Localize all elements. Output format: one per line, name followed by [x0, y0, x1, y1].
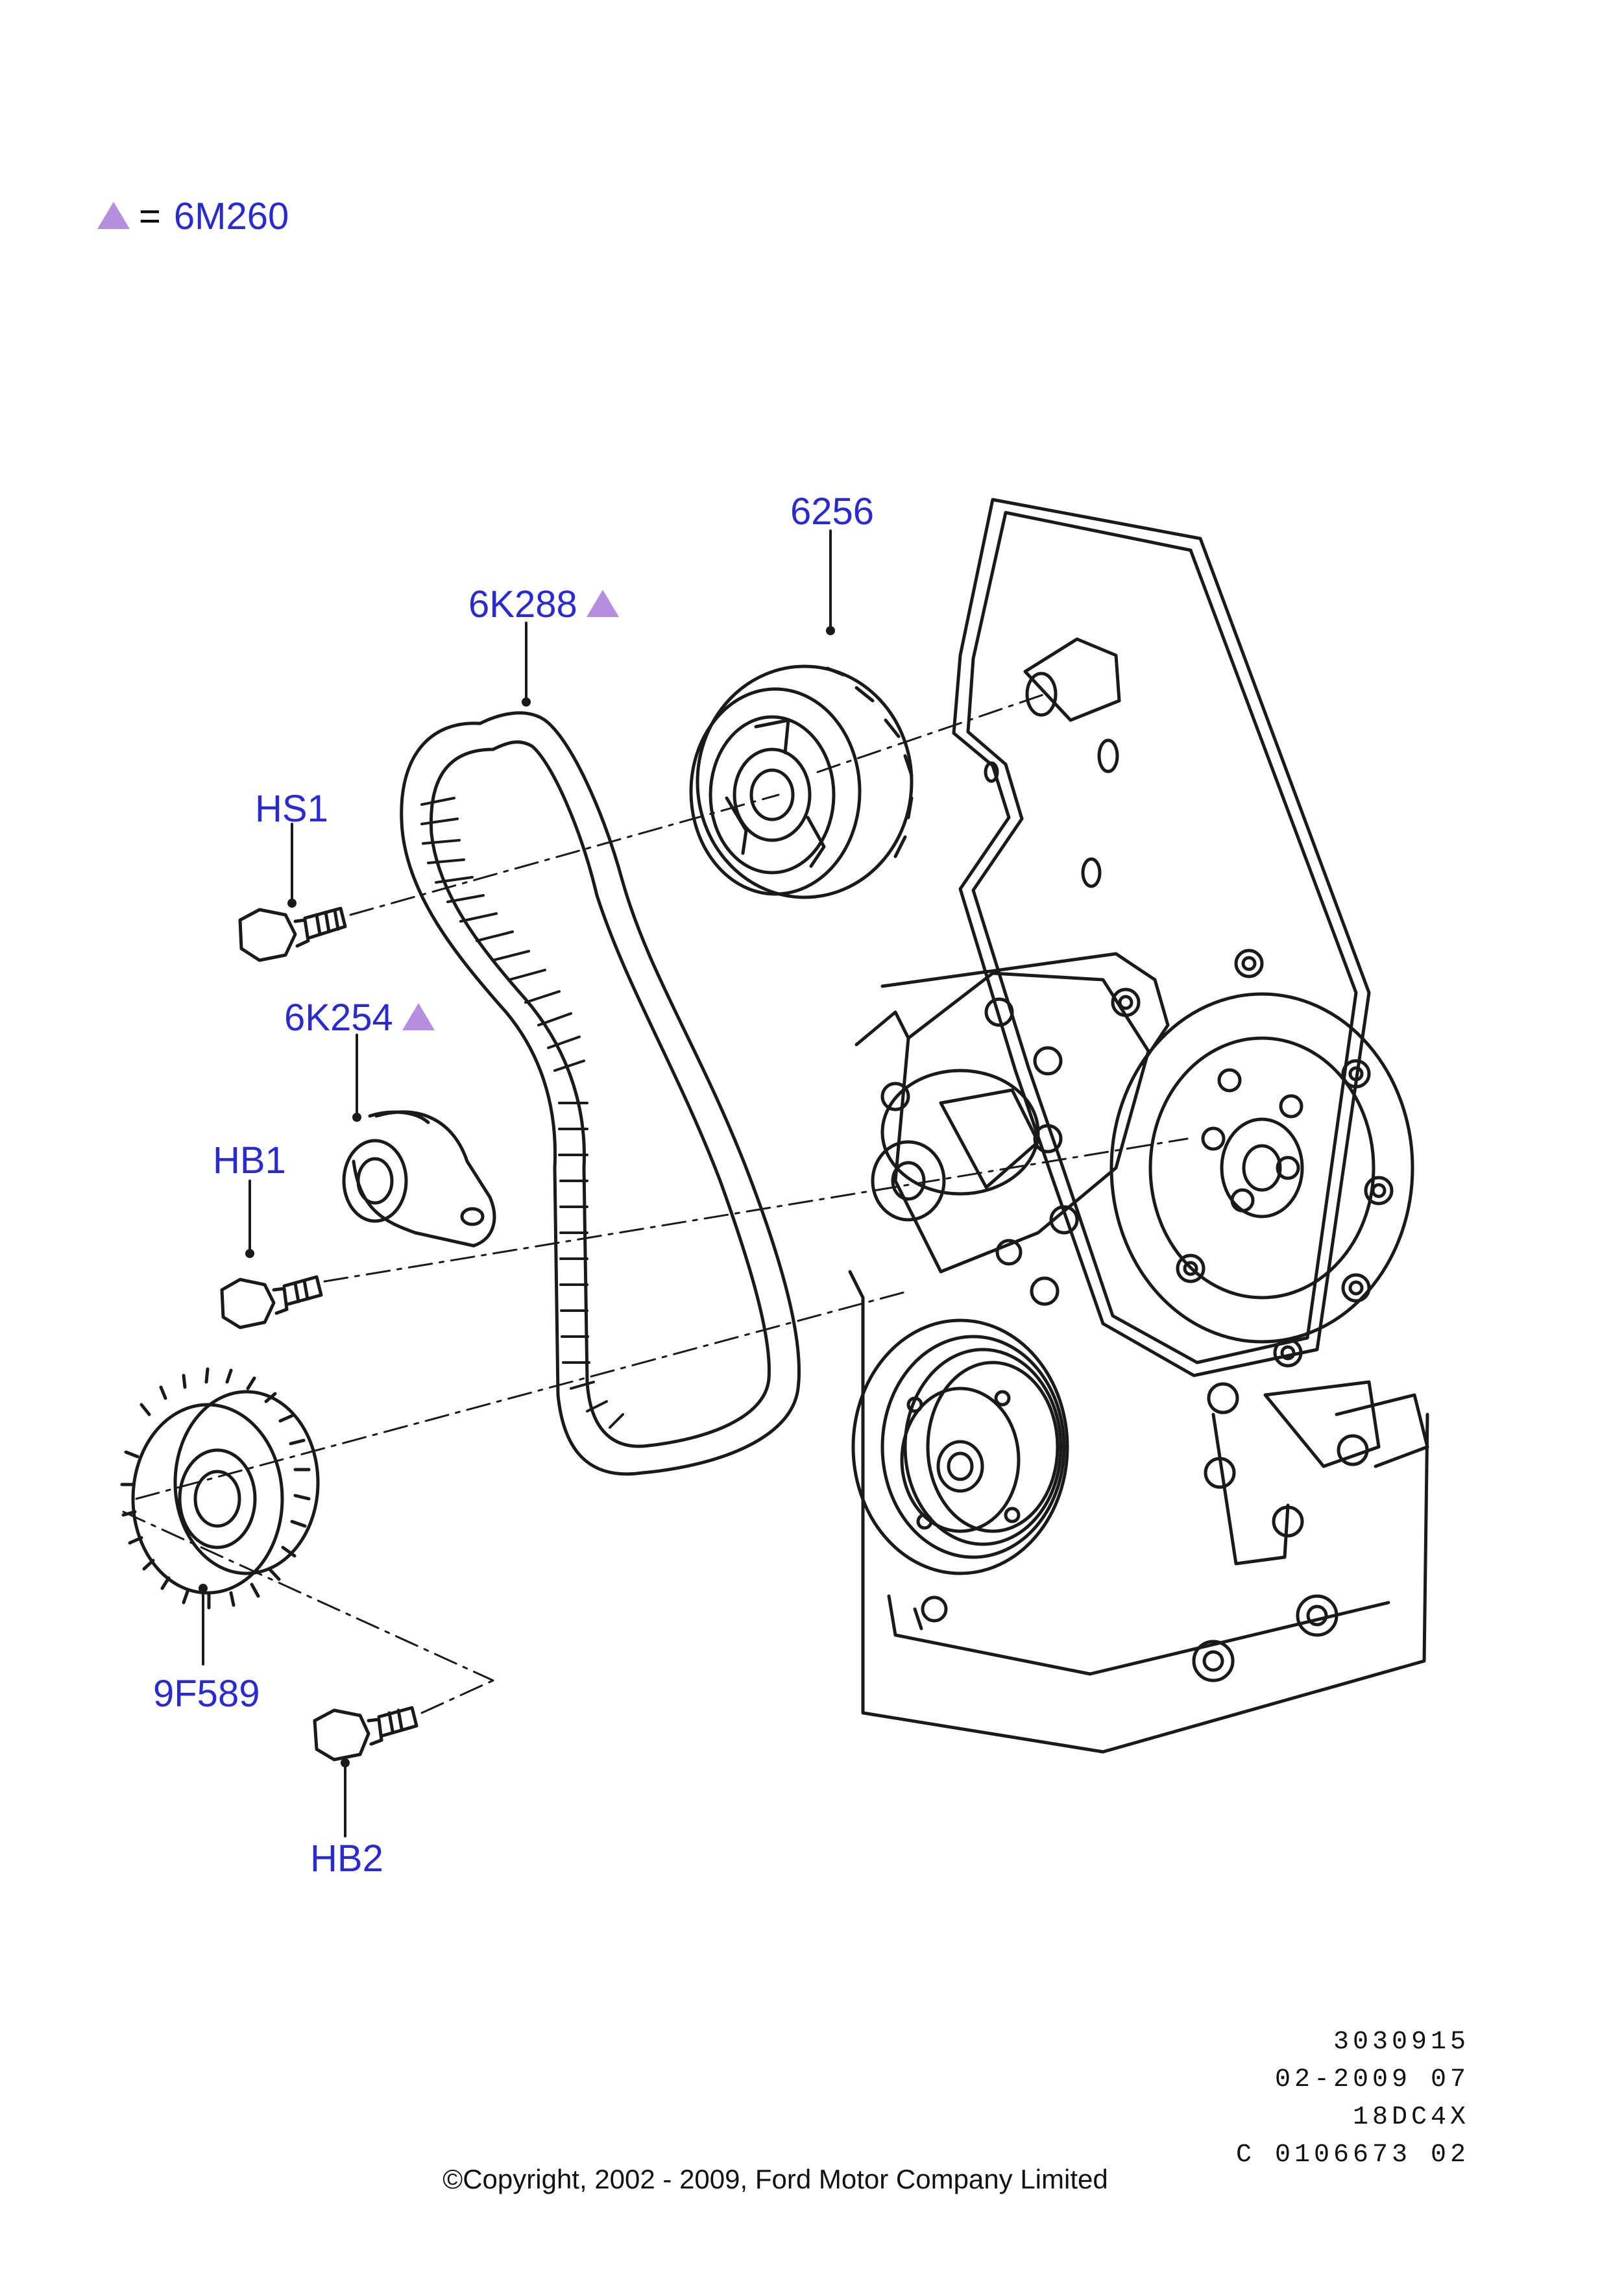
reference-line-3: 18DC4X — [1352, 2103, 1470, 2132]
callout-6256: 6256 — [790, 493, 874, 531]
callout-9F589: 9F589 — [153, 1675, 260, 1713]
cover-bolts — [1111, 949, 1394, 1368]
hb2-bolt — [313, 1706, 418, 1762]
callout-label: 6256 — [790, 491, 875, 533]
callout-label: HB2 — [310, 1837, 383, 1880]
callout-6K254: 6K254 — [284, 999, 435, 1037]
crankshaft-pulley — [851, 1318, 1069, 1575]
legend: = 6M260 — [97, 198, 289, 236]
tensioner-pulley — [342, 1110, 496, 1248]
callout-HS1: HS1 — [255, 790, 328, 828]
engine-assembly — [848, 498, 1429, 1754]
crankshaft-sprocket — [120, 1367, 320, 1610]
reference-line-2: 02-2009 07 — [1274, 2065, 1470, 2094]
callout-HB2: HB2 — [310, 1840, 383, 1878]
marker-triangle-icon — [97, 202, 130, 229]
reference-line-1: 3030915 — [1333, 2028, 1470, 2057]
camshaft-pulley — [689, 664, 914, 899]
legend-code: 6M260 — [173, 195, 289, 237]
callout-label: 6K288 — [468, 583, 577, 625]
marker-triangle-icon — [402, 1003, 435, 1030]
centerlines — [122, 693, 1189, 1714]
timing-belt — [400, 711, 801, 1476]
leader-lines — [202, 529, 832, 1837]
marker-triangle-icon — [586, 590, 619, 617]
callout-label: HB1 — [213, 1139, 286, 1182]
callout-HB1: HB1 — [213, 1142, 286, 1180]
hs1-bolt — [238, 906, 347, 962]
callout-label: 6K254 — [284, 997, 393, 1039]
copyright-notice: ©Copyright, 2002 - 2009, Ford Motor Comp… — [442, 2164, 1108, 2194]
hb1-bolt — [220, 1275, 323, 1329]
callout-label: HS1 — [255, 788, 328, 830]
legend-equals: = — [139, 195, 161, 237]
callout-6K288: 6K288 — [468, 586, 619, 624]
reference-line-4: C 0106673 02 — [1235, 2140, 1470, 2170]
callout-label: 9F589 — [153, 1673, 260, 1715]
